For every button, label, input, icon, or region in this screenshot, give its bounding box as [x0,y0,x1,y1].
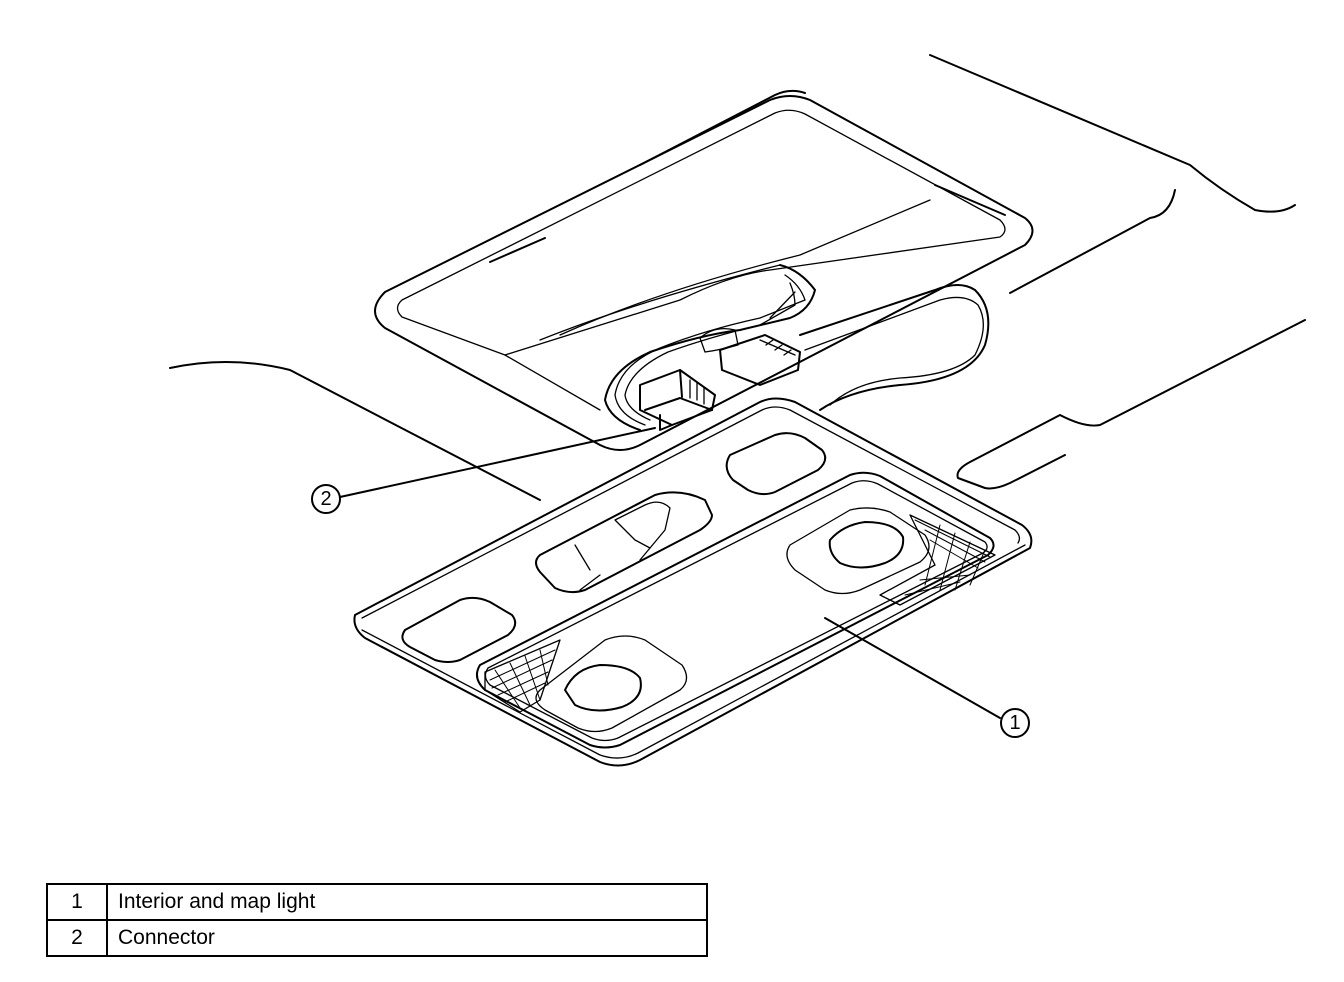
legend-number: 1 [46,883,108,921]
roof-opening-frame [374,95,1034,451]
left-mesh-grille [484,639,561,713]
callout-1-leader [824,617,1001,719]
interior-map-light [353,397,1033,767]
callout-1: 1 [1000,708,1030,738]
legend-row: 2 Connector [46,919,708,957]
svg-text:2: 2 [320,488,331,510]
legend-label: Connector [106,919,708,957]
svg-text:1: 1 [1009,712,1020,734]
wiring-harness [604,264,990,431]
callout-2: 2 [311,484,341,514]
legend-number: 2 [46,919,108,957]
legend-label: Interior and map light [106,883,708,921]
legend-row: 1 Interior and map light [46,883,708,921]
interior-light-diagram: 2 1 [169,54,1306,767]
connector [639,334,801,431]
parts-legend-table: 1 Interior and map light 2 Connector [46,883,708,957]
roof-headliner [169,54,1306,501]
right-mesh-grille [879,514,996,606]
callout-2-leader [339,427,656,498]
